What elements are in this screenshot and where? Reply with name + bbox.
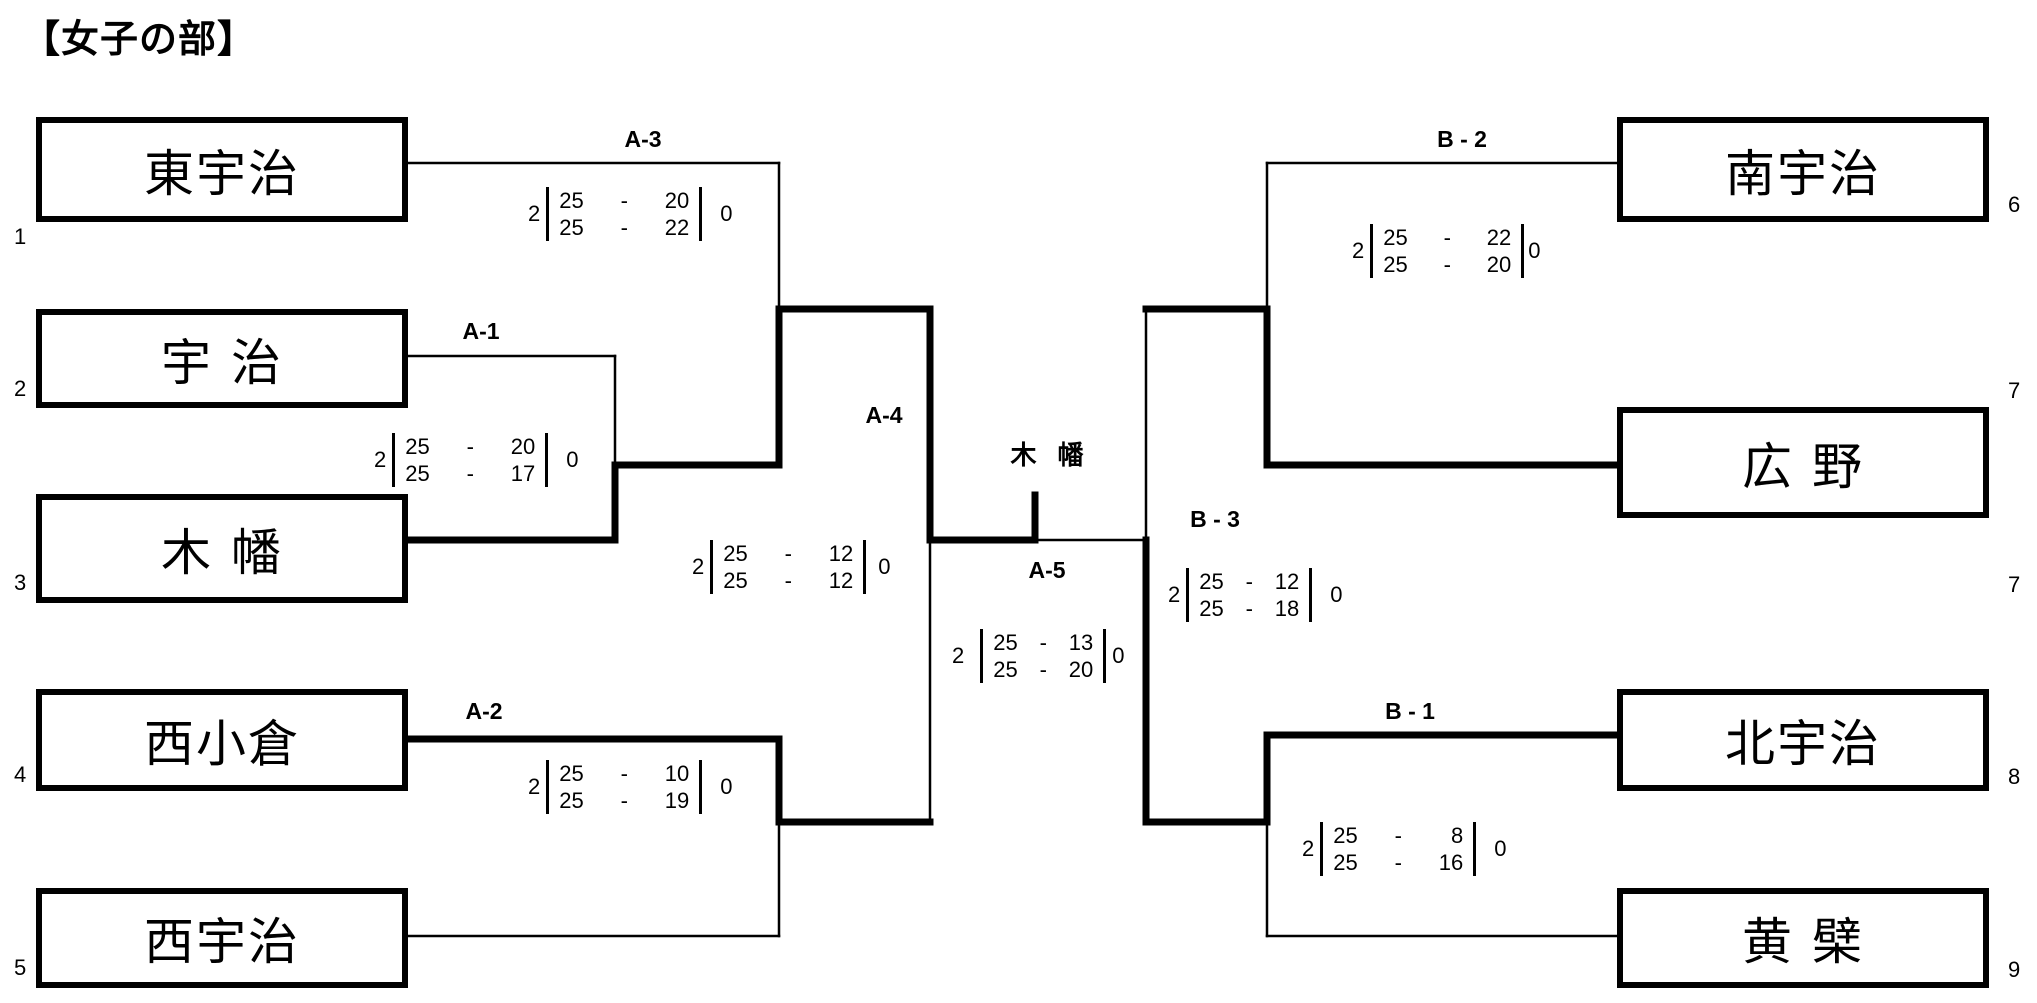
game-row: 25-20 bbox=[405, 434, 536, 459]
loser-sets: 0 bbox=[1112, 643, 1125, 668]
seed-number: 1 bbox=[14, 224, 27, 249]
loser-sets: 0 bbox=[878, 554, 891, 579]
seed-number: 4 bbox=[14, 762, 27, 787]
score-a4: 2 25-12 25-12 0 bbox=[686, 540, 897, 594]
champion-name: 木 幡 bbox=[1010, 441, 1090, 471]
seed-number: 5 bbox=[14, 955, 27, 980]
seed-number: 9 bbox=[2008, 957, 2021, 982]
game-row: 25-22 bbox=[559, 215, 690, 240]
team-box-left-1: 東宇治 bbox=[36, 117, 408, 222]
seed-number: 7 bbox=[2008, 572, 2021, 597]
score-divider bbox=[710, 540, 714, 594]
seed-number: 2 bbox=[14, 376, 27, 401]
score-a3: 2 25-20 25-22 0 bbox=[522, 187, 739, 241]
score-divider bbox=[1309, 568, 1313, 622]
score-b3: 2 25-12 25-18 0 bbox=[1162, 568, 1349, 622]
score-divider bbox=[1186, 568, 1190, 622]
match-label-b2: B - 2 bbox=[1437, 126, 1487, 152]
score-divider bbox=[980, 629, 984, 683]
team-name: 広 野 bbox=[1742, 437, 1864, 496]
winner-sets: 2 bbox=[528, 774, 541, 799]
team-name: 西宇治 bbox=[144, 913, 300, 971]
score-divider bbox=[699, 760, 703, 814]
game-row: 25-8 bbox=[1333, 823, 1464, 848]
score-b2: 2 25-22 25-20 0 bbox=[1346, 224, 1547, 278]
team-box-left-4: 西小倉 bbox=[36, 689, 408, 791]
team-box-right-6: 南宇治 bbox=[1617, 117, 1989, 222]
winner-sets: 2 bbox=[1168, 582, 1181, 607]
score-a5: 2 25-13 25-20 0 bbox=[946, 629, 1131, 683]
match-label-b1: B - 1 bbox=[1385, 698, 1435, 724]
score-divider bbox=[863, 540, 867, 594]
score-divider bbox=[546, 760, 550, 814]
seed-number: 6 bbox=[2008, 192, 2021, 217]
loser-sets: 0 bbox=[720, 774, 733, 799]
score-divider bbox=[1320, 822, 1324, 876]
loser-sets: 0 bbox=[1494, 836, 1507, 861]
game-row: 25-22 bbox=[1383, 225, 1512, 250]
game-row: 25-16 bbox=[1333, 850, 1464, 875]
team-name: 黄 檗 bbox=[1742, 913, 1864, 971]
score-divider bbox=[1473, 822, 1477, 876]
score-a2: 2 25-10 25-19 0 bbox=[522, 760, 739, 814]
game-row: 25-12 bbox=[723, 541, 854, 566]
score-divider bbox=[545, 433, 549, 487]
match-label-a5: A-5 bbox=[1028, 557, 1066, 583]
loser-sets: 0 bbox=[1528, 238, 1541, 263]
team-box-right-9: 黄 檗 bbox=[1617, 888, 1989, 988]
match-label-a3: A-3 bbox=[624, 126, 662, 152]
loser-sets: 0 bbox=[1330, 582, 1343, 607]
team-name: 宇 治 bbox=[161, 333, 283, 392]
team-box-left-2: 宇 治 bbox=[36, 309, 408, 408]
score-divider bbox=[699, 187, 703, 241]
score-divider bbox=[392, 433, 396, 487]
game-row: 25-12 bbox=[723, 568, 854, 593]
winner-sets: 2 bbox=[1352, 238, 1365, 263]
team-box-right-8: 北宇治 bbox=[1617, 689, 1989, 791]
game-row: 25-17 bbox=[405, 461, 536, 486]
winner-sets: 2 bbox=[952, 643, 965, 668]
team-box-left-3: 木 幡 bbox=[36, 494, 408, 603]
team-name: 西小倉 bbox=[144, 715, 300, 773]
match-label-b3: B - 3 bbox=[1190, 506, 1240, 532]
score-divider bbox=[1521, 224, 1525, 278]
loser-sets: 0 bbox=[566, 447, 579, 472]
seed-number: 7 bbox=[2008, 378, 2021, 403]
team-box-left-5: 西宇治 bbox=[36, 888, 408, 988]
score-a1: 2 25-20 25-17 0 bbox=[368, 433, 585, 487]
game-row: 25-10 bbox=[559, 761, 690, 786]
winner-sets: 2 bbox=[1302, 836, 1315, 861]
page-title: 【女子の部】 bbox=[22, 17, 257, 61]
winner-sets: 2 bbox=[528, 201, 541, 226]
game-row: 25-12 bbox=[1199, 569, 1300, 594]
team-name: 東宇治 bbox=[144, 144, 300, 203]
game-row: 25-20 bbox=[993, 657, 1094, 682]
match-label-a4: A-4 bbox=[865, 402, 903, 428]
team-name: 南宇治 bbox=[1725, 144, 1881, 203]
winner-sets: 2 bbox=[374, 447, 387, 472]
game-row: 25-19 bbox=[559, 788, 690, 813]
game-row: 25-18 bbox=[1199, 596, 1300, 621]
score-divider bbox=[546, 187, 550, 241]
score-divider bbox=[1103, 629, 1107, 683]
score-divider bbox=[1370, 224, 1374, 278]
loser-sets: 0 bbox=[720, 201, 733, 226]
score-b1: 2 25-8 25-16 0 bbox=[1296, 822, 1513, 876]
team-name: 北宇治 bbox=[1725, 715, 1881, 773]
match-label-a2: A-2 bbox=[465, 698, 503, 724]
game-row: 25-20 bbox=[1383, 252, 1512, 277]
team-box-right-7: 広 野 bbox=[1617, 407, 1989, 518]
game-row: 25-20 bbox=[559, 188, 690, 213]
winner-sets: 2 bbox=[692, 554, 705, 579]
seed-number: 3 bbox=[14, 570, 27, 595]
game-row: 25-13 bbox=[993, 630, 1094, 655]
seed-number: 8 bbox=[2008, 764, 2021, 789]
team-name: 木 幡 bbox=[161, 523, 283, 582]
match-label-a1: A-1 bbox=[462, 318, 500, 344]
